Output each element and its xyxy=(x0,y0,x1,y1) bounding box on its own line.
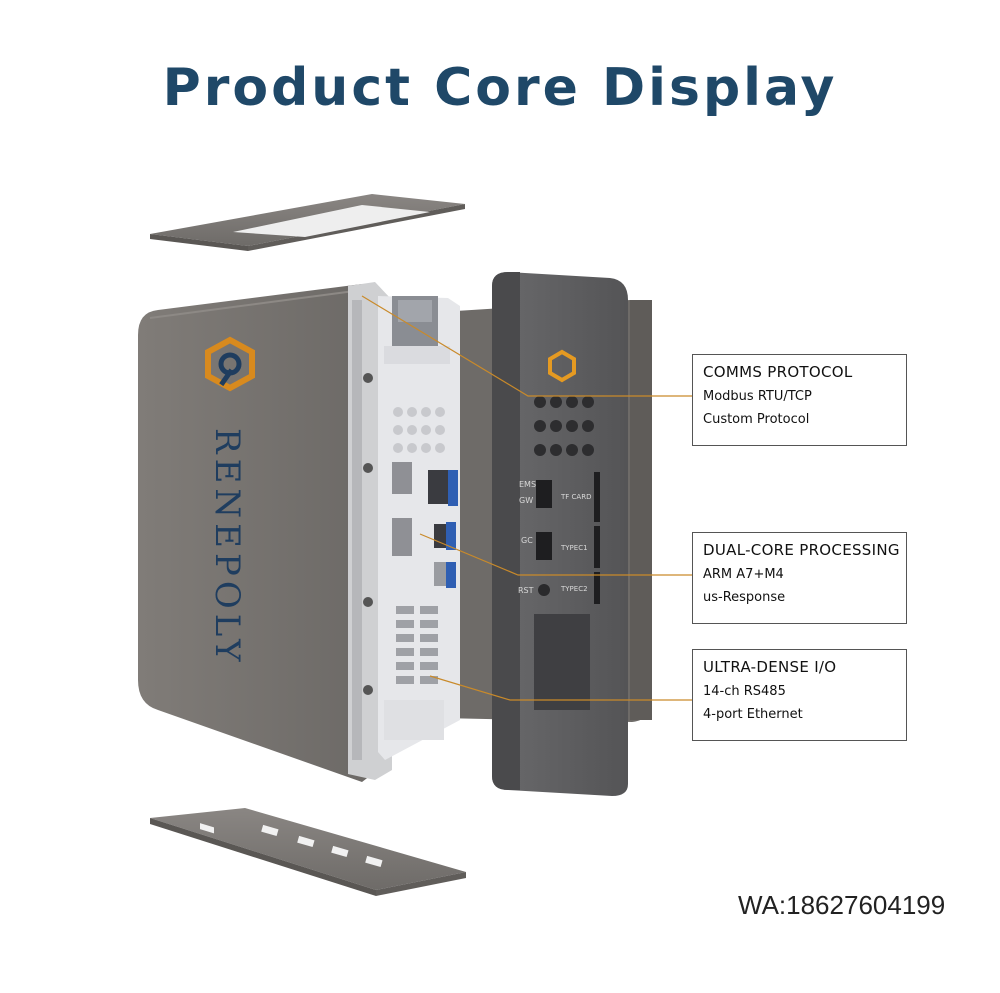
label-rst: RST xyxy=(518,586,534,595)
gc-port xyxy=(536,532,552,560)
contact-number: WA:18627604199 xyxy=(738,890,946,920)
brand-logo xyxy=(205,336,255,392)
panel-logo-icon xyxy=(548,349,576,383)
bottom-cover-plate xyxy=(150,808,466,896)
callout-line: Modbus RTU/TCP xyxy=(703,389,812,404)
rs485-terminal-window xyxy=(534,614,590,710)
label-gw: GW xyxy=(519,496,533,505)
page-title: Product Core Display xyxy=(162,58,838,118)
ems-gw-port xyxy=(536,480,552,508)
tf-card-slot xyxy=(594,472,600,522)
callout-leaders xyxy=(361,295,692,701)
callout-line: us-Response xyxy=(703,590,786,605)
callout-title: DUAL-CORE PROCESSING xyxy=(703,541,900,559)
top-cover-plate xyxy=(150,194,465,251)
leader-ultra-dense-io xyxy=(429,675,692,701)
callout-title: COMMS PROTOCOL xyxy=(703,363,853,381)
typec2-port xyxy=(594,572,600,604)
brand-name: RENEPOLY xyxy=(207,428,247,667)
label-gc: GC xyxy=(521,536,533,545)
callout-line: Custom Protocol xyxy=(703,412,810,427)
label-typec1: TYPEC1 xyxy=(560,544,588,552)
leader-comms-protocol xyxy=(361,295,692,397)
callout-ultra-dense-io: ULTRA-DENSE I/O 14-ch RS485 4-port Ether… xyxy=(692,649,907,741)
typec1-port xyxy=(594,526,600,568)
reset-button xyxy=(538,584,550,596)
callout-dual-core-processing: DUAL-CORE PROCESSING ARM A7+M4 us-Respon… xyxy=(692,532,907,624)
front-panel: EMS GW GC RST TF CARD TYPEC1 TYPEC2 xyxy=(492,272,628,796)
callout-line: 14-ch RS485 xyxy=(703,684,786,699)
label-typec2: TYPEC2 xyxy=(560,585,588,593)
callout-title: ULTRA-DENSE I/O xyxy=(703,658,837,676)
leader-dual-core xyxy=(419,533,692,576)
callout-line: 4-port Ethernet xyxy=(703,707,803,722)
callout-comms-protocol: COMMS PROTOCOL Modbus RTU/TCP Custom Pro… xyxy=(692,354,907,446)
label-ems: EMS xyxy=(519,480,536,489)
callout-line: ARM A7+M4 xyxy=(703,567,784,582)
main-housing xyxy=(138,284,375,782)
circuit-board xyxy=(378,296,460,760)
label-tf-card: TF CARD xyxy=(560,493,591,501)
